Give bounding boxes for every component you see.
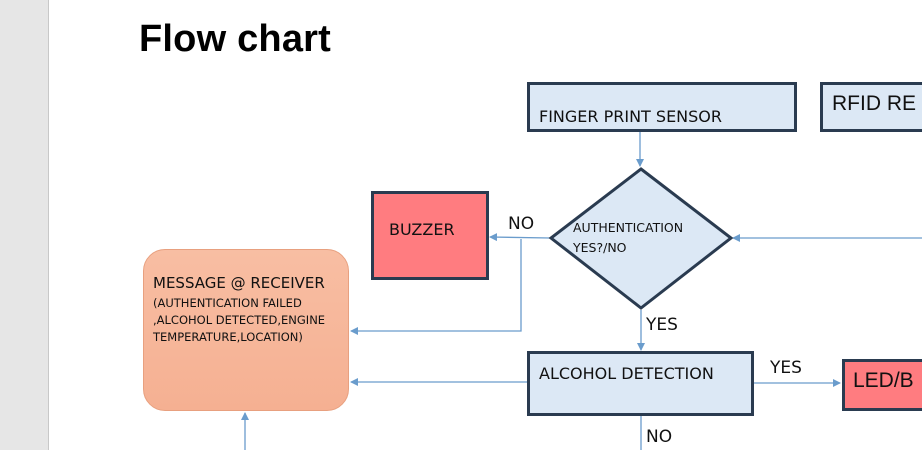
authentication-label-line2: YES?/NO — [573, 240, 627, 255]
authentication-label: AUTHENTICATION YES?/NO — [573, 218, 683, 258]
edge-label-alcohol-no: NO — [646, 427, 673, 447]
edge-label-auth-yes: YES — [646, 315, 678, 335]
led-buzzer-label: LED/B — [853, 369, 914, 392]
edge-label-auth-no: NO — [508, 214, 535, 234]
led-buzzer-node: LED/B — [842, 359, 922, 411]
authentication-diamond — [548, 167, 734, 310]
fingerprint-sensor-label: FINGER PRINT SENSOR — [539, 107, 723, 126]
buzzer-label: BUZZER — [389, 220, 455, 239]
buzzer-node: BUZZER — [371, 191, 489, 280]
fingerprint-sensor-node: FINGER PRINT SENSOR — [527, 82, 797, 132]
message-receiver-node: MESSAGE @ RECEIVER (AUTHENTICATION FAILE… — [143, 249, 349, 411]
message-receiver-heading: MESSAGE @ RECEIVER — [153, 274, 325, 292]
connector-auth-to-buzzer — [489, 233, 551, 242]
rfid-reader-node: RFID RE — [820, 82, 922, 132]
page-title: Flow chart — [139, 18, 332, 60]
alcohol-detection-label: ALCOHOL DETECTION — [539, 364, 714, 383]
message-receiver-body: (AUTHENTICATION FAILED ,ALCOHOL DETECTED… — [153, 296, 326, 344]
rfid-reader-label: RFID RE — [832, 92, 916, 115]
alcohol-detection-node: ALCOHOL DETECTION — [527, 351, 754, 416]
connector-auth-to-message — [350, 239, 522, 335]
edge-label-alcohol-yes: YES — [770, 358, 802, 378]
authentication-label-line1: AUTHENTICATION — [573, 220, 684, 235]
left-gutter — [0, 0, 49, 450]
